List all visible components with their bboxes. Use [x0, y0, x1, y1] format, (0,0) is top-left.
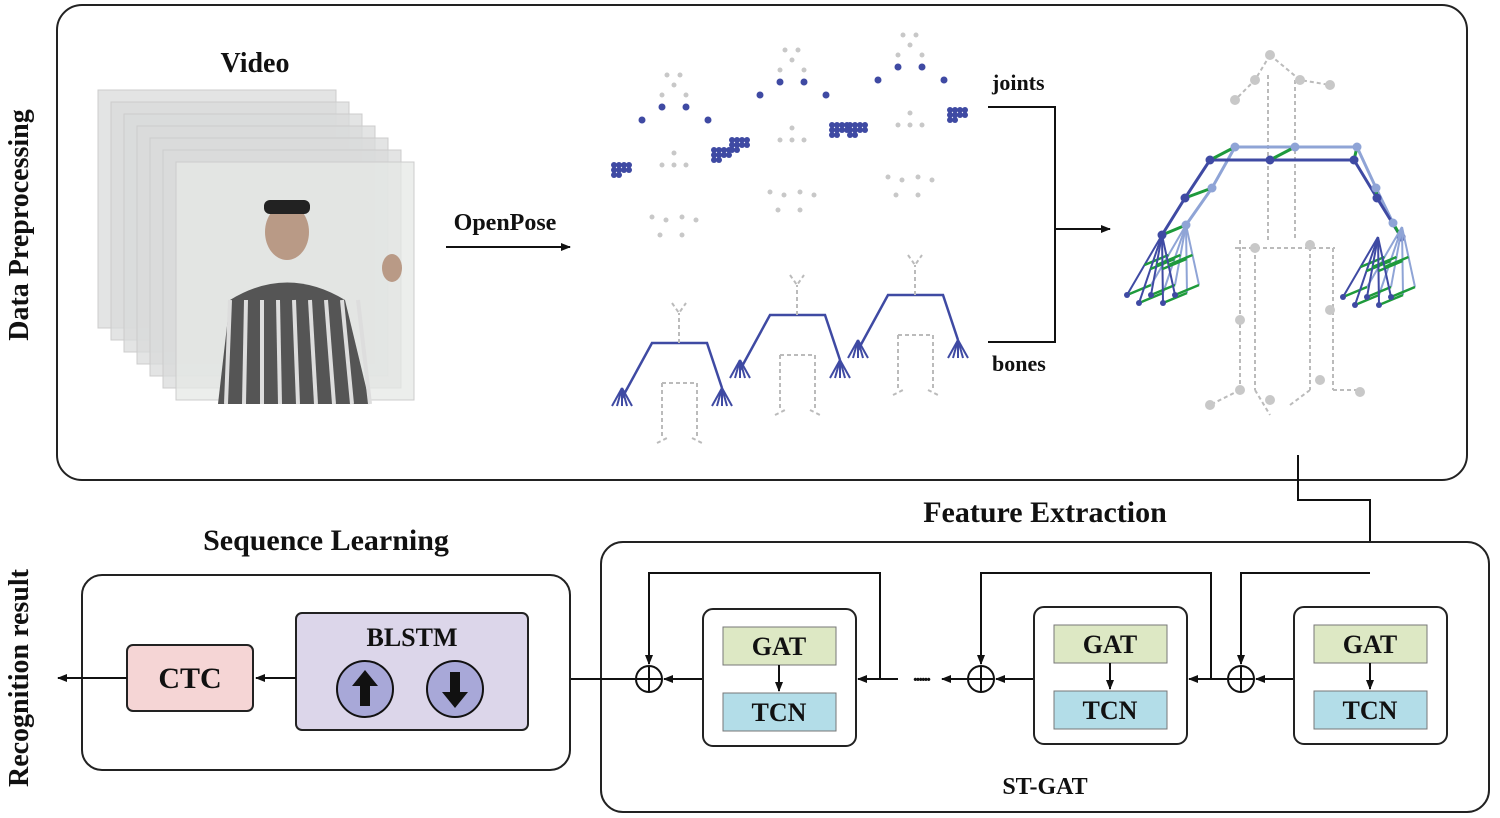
signer-image: [218, 200, 402, 405]
tcn-label: TCN: [1083, 696, 1138, 725]
st-gat-block-2: GAT TCN: [1033, 606, 1188, 745]
gat-label: GAT: [1343, 630, 1397, 659]
bone-frame-2: [729, 274, 851, 416]
joints-label: joints: [991, 70, 1045, 95]
gat-label: GAT: [1083, 630, 1137, 659]
tcn-box: [722, 692, 837, 732]
joint-frame-3: [847, 32, 968, 198]
gat-label: GAT: [752, 632, 806, 661]
bone-frame-1: [611, 302, 733, 444]
st-gat-label: ST-GAT: [1002, 774, 1087, 800]
ctc-label: CTC: [158, 662, 221, 695]
ellipsis: ······: [912, 669, 930, 691]
joint-frame-1: [611, 72, 732, 238]
tcn-box: [1313, 690, 1428, 730]
joints-skeleton-sequence: [611, 32, 968, 238]
st-gat-block-3: GAT TCN: [1293, 606, 1448, 745]
feature-extraction-title: Feature Extraction: [923, 496, 1167, 529]
skip-connection-3: [1237, 572, 1370, 665]
arrow-up-icon: [336, 660, 394, 718]
residual-add-icon: [967, 665, 995, 693]
skip-connection-2: [977, 572, 1212, 679]
st-gat-block-1: GAT TCN: [702, 608, 857, 747]
gat-box: [1313, 624, 1428, 664]
residual-add-icon: [1227, 665, 1255, 693]
video-label: Video: [221, 48, 290, 79]
tcn-box: [1053, 690, 1168, 730]
joint-frame-2: [729, 47, 850, 213]
arrow-down-icon: [426, 660, 484, 718]
merge-bracket: [988, 106, 1056, 343]
blstm-label: BLSTM: [366, 623, 457, 652]
section-label-recognition-result: Recognition result: [4, 568, 35, 787]
openpose-label: OpenPose: [454, 210, 557, 236]
skip-connection-1: [645, 572, 881, 679]
video-frames: [97, 89, 415, 405]
gat-box: [1053, 624, 1168, 664]
spatio-temporal-graph: [1124, 50, 1416, 416]
section-label-data-preprocessing: Data Preprocessing: [4, 109, 35, 341]
bones-label: bones: [992, 351, 1046, 376]
residual-add-icon: [635, 665, 663, 693]
sequence-learning-title: Sequence Learning: [203, 524, 449, 557]
tcn-label: TCN: [752, 698, 807, 727]
tcn-label: TCN: [1343, 696, 1398, 725]
bone-frame-3: [847, 254, 969, 396]
bones-skeleton-sequence: [611, 254, 969, 444]
